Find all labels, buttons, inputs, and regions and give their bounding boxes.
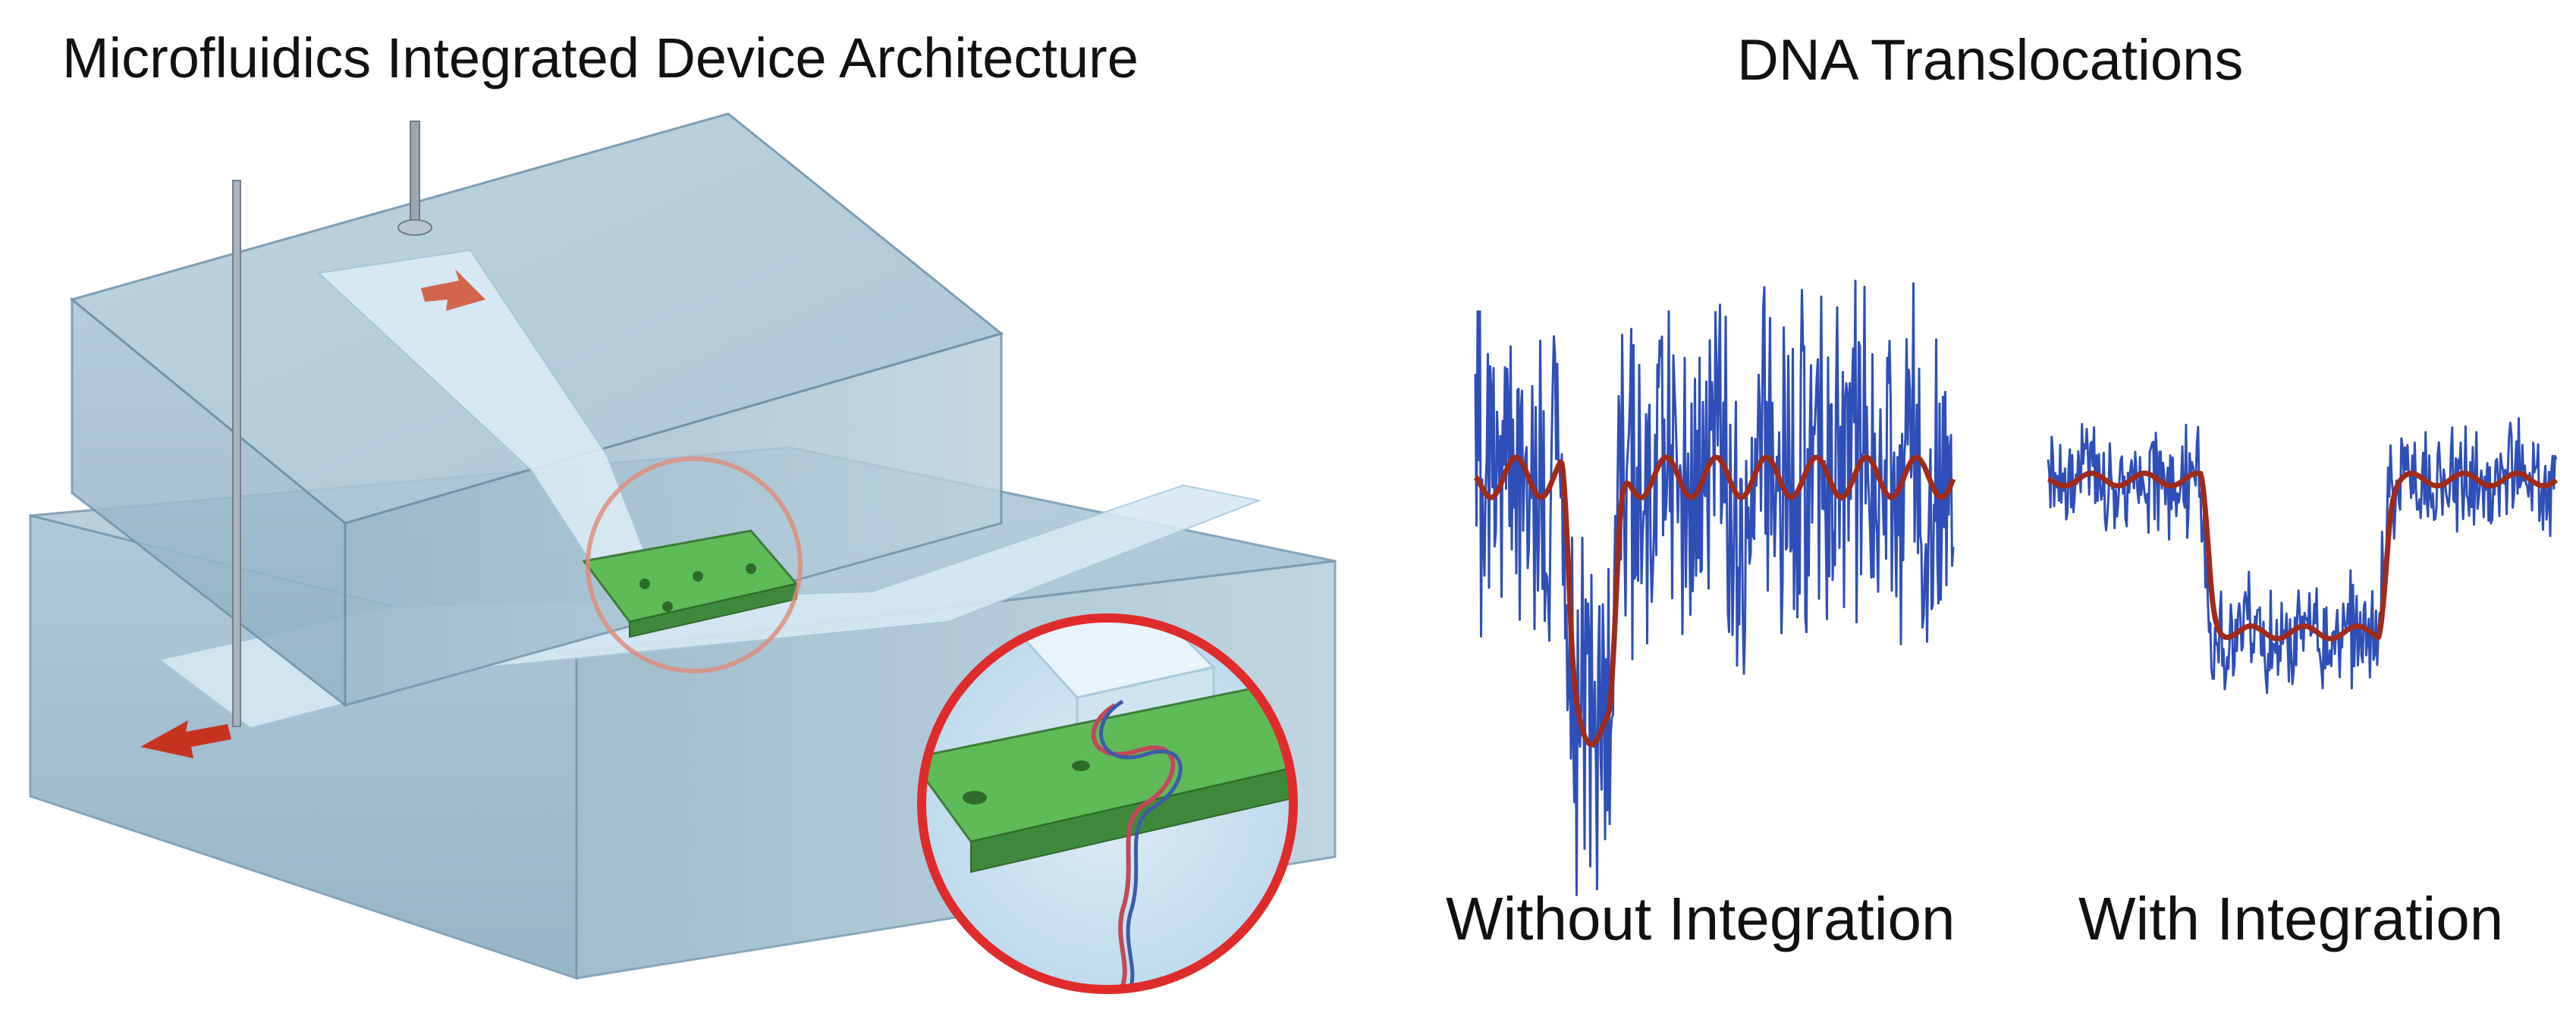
filtered-current-trace-without — [1474, 454, 1956, 748]
translocations-title: DNA Translocations — [1737, 28, 2244, 93]
flow-arrow-icon — [140, 720, 231, 758]
zoom-inset — [917, 613, 1298, 994]
trace-with-integration — [2047, 417, 2559, 695]
outlet-tube-icon — [232, 180, 241, 727]
with-integration-label: With Integration — [2078, 885, 2504, 952]
dna-helix-icon — [1091, 699, 1183, 990]
inlet-tube-icon — [397, 121, 432, 236]
upper-pdms-block — [69, 112, 1004, 708]
filtered-current-trace-with — [2047, 470, 2559, 641]
raw-current-trace-without — [1474, 279, 1955, 896]
flow-arrow-icon — [421, 269, 485, 311]
highlight-ring — [586, 456, 803, 673]
raw-current-trace-with — [2047, 417, 2558, 695]
device-architecture-title: Microfluidics Integrated Device Architec… — [62, 27, 1139, 89]
without-integration-label: Without Integration — [1446, 885, 1956, 952]
trace-without-integration — [1474, 279, 1956, 896]
